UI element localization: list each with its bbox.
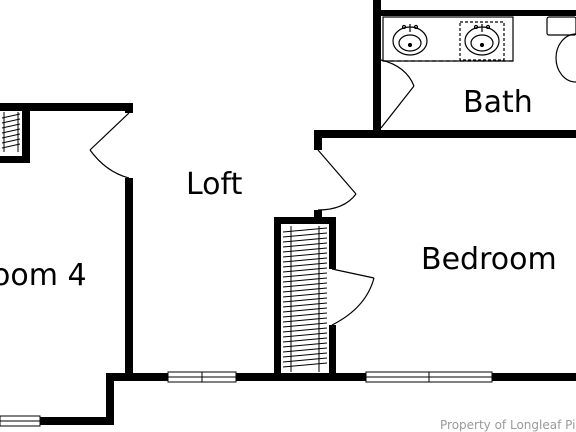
window-loft	[167, 371, 237, 383]
bedroom-top-wall	[314, 130, 576, 138]
window-bedroom	[365, 371, 493, 383]
hanger-mark	[282, 242, 328, 248]
hanger-mark	[1, 123, 21, 129]
room-label-bedroom4: oom 4	[0, 258, 87, 293]
hanger-mark	[282, 312, 328, 318]
hanger-mark	[282, 307, 328, 313]
closet-left-wall	[274, 217, 281, 375]
windows	[0, 371, 493, 427]
hanger-mark	[282, 237, 328, 243]
hanger-mark	[282, 297, 328, 303]
hanger-mark	[282, 337, 328, 343]
closet-right-wall-upper	[329, 217, 336, 269]
sink-left-icon	[392, 24, 428, 56]
toilet-icon	[546, 16, 576, 83]
hanger-mark	[282, 302, 328, 308]
window-bedroom4	[0, 415, 41, 427]
vanity-counter	[382, 16, 514, 62]
hanger-mark	[282, 327, 328, 333]
bedroom4-closet-wall	[22, 103, 30, 163]
hanger-mark	[282, 227, 328, 233]
bath-door	[380, 59, 415, 129]
bedroom4-door	[89, 112, 130, 179]
doors	[89, 59, 415, 326]
room-label-bath: Bath	[463, 85, 533, 120]
hanger-mark	[282, 342, 328, 348]
hanger-mark	[282, 332, 328, 338]
hanger-mark	[282, 287, 328, 293]
hanger-mark	[1, 133, 21, 139]
hanger-mark	[282, 262, 328, 268]
hanger-mark	[282, 357, 328, 363]
hanger-mark	[1, 143, 21, 149]
hanger-mark	[1, 118, 21, 124]
hanger-mark	[282, 247, 328, 253]
hanger-mark	[282, 352, 328, 358]
room-label-bedroom: Bedroom	[421, 242, 557, 277]
hanger-mark	[282, 232, 328, 238]
bedroom-wall-stub-lower	[314, 210, 322, 222]
bedroom4-closet-rod	[1, 112, 21, 152]
bath-left-wall	[373, 0, 381, 130]
bath-top-wall	[373, 10, 576, 16]
bedroom4-bottom-wall	[0, 417, 114, 425]
bedroom4-closet-bottom	[0, 156, 30, 163]
hanger-mark	[282, 362, 328, 368]
hanger-mark	[282, 317, 328, 323]
closet-right-wall-lower	[329, 325, 336, 375]
watermark: Property of Longleaf Pine	[440, 418, 576, 432]
bedroom4-top-wall	[0, 103, 133, 111]
vanity	[382, 16, 514, 62]
hanger-mark	[282, 267, 328, 273]
hanger-mark	[282, 282, 328, 288]
hanger-mark	[282, 322, 328, 328]
bedroom-door	[317, 149, 357, 211]
bedroom4-exterior-step	[106, 373, 114, 425]
bedroom4-right-wall	[125, 178, 133, 378]
closet-door	[331, 268, 375, 326]
hanger-mark	[1, 138, 21, 144]
hanger-mark	[282, 272, 328, 278]
hanger-mark	[1, 128, 21, 134]
sink-right-icon	[459, 21, 505, 61]
hanger-mark	[282, 277, 328, 283]
hanger-mark	[282, 347, 328, 353]
closet-top-wall	[274, 217, 336, 224]
bedroom-wall-stub-upper	[314, 130, 322, 150]
hanger-mark	[1, 113, 21, 119]
hanger-mark	[282, 292, 328, 298]
bedroom4-right-wall-top	[125, 103, 133, 113]
exterior-bottom-wall	[106, 373, 576, 381]
hanger-mark	[282, 257, 328, 263]
room-label-loft: Loft	[186, 167, 243, 202]
closet-rod	[282, 226, 328, 372]
hanger-mark	[282, 252, 328, 258]
